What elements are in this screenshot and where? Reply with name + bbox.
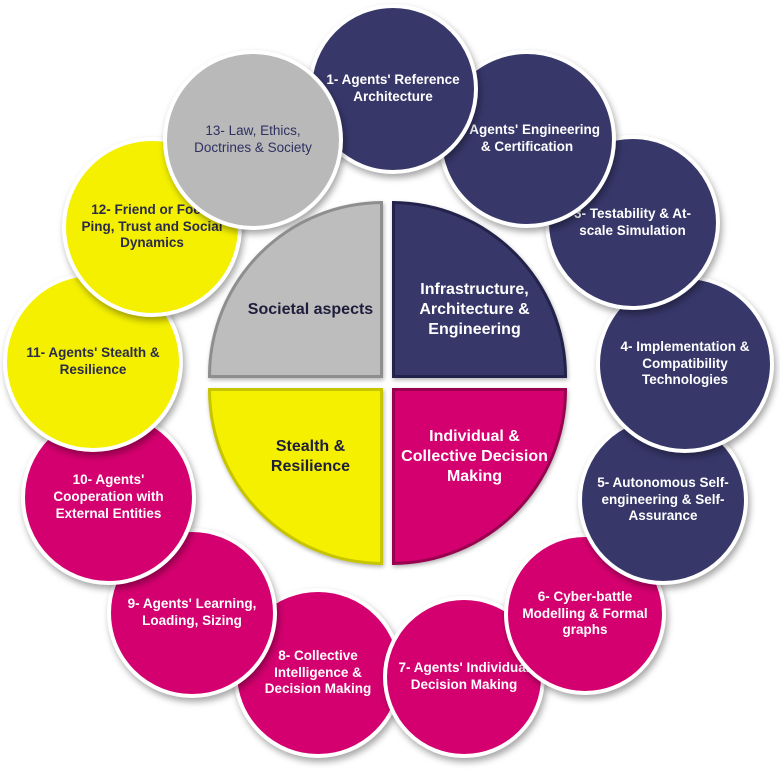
quadrant-infrastructure: Infrastructure, Architecture & Engineeri… bbox=[392, 201, 567, 378]
bubble-4-label: 4- Implementation & Compatibility Techno… bbox=[620, 338, 750, 388]
bubble-3: 3- Testability & At-scale Simulation bbox=[545, 135, 720, 310]
bubble-10: 10- Agents' Cooperation with External En… bbox=[21, 410, 196, 585]
bubble-13-label: 13- Law, Ethics, Doctrines & Society bbox=[194, 123, 312, 155]
bubble-10-label: 10- Agents' Cooperation with External En… bbox=[53, 472, 164, 521]
bubble-11-label: 11- Agents' Stealth & Resilience bbox=[26, 345, 160, 377]
bubble-3-label: 3- Testability & At-scale Simulation bbox=[573, 205, 691, 238]
bubble-8-label: 8- Collective Intelligence & Decision Ma… bbox=[264, 647, 372, 697]
quadrant-societal-aspects-label: Societal aspects bbox=[247, 300, 374, 318]
bubble-1-label: 1- Agents' Reference Architecture bbox=[326, 72, 460, 104]
quadrant-decision-making: Individual & Collective Decision Making bbox=[392, 388, 567, 565]
bubble-7-label: 7- Agents' Individual Decision Making bbox=[398, 660, 530, 692]
bubble-9-label: 9- Agents' Learning, Loading, Sizing bbox=[127, 596, 257, 628]
bubble-12-label: 12- Friend or Foe?, Ping, Trust and Soci… bbox=[81, 201, 223, 251]
bubble-6-label: 6- Cyber-battle Modelling & Formal graph… bbox=[522, 588, 648, 638]
bubble-13: 13- Law, Ethics, Doctrines & Society bbox=[163, 50, 343, 230]
bubble-2-label: 2- Agents' Engineering & Certification bbox=[454, 122, 600, 154]
quadrant-infrastructure-label: Infrastructure, Architecture & Engineeri… bbox=[419, 280, 530, 338]
bubble-5-label: 5- Autonomous Self-engineering & Self-As… bbox=[597, 474, 729, 524]
quadrant-decision-making-label: Individual & Collective Decision Making bbox=[401, 427, 548, 485]
quadrant-stealth-resilience-label: Stealth & Resilience bbox=[270, 437, 351, 475]
